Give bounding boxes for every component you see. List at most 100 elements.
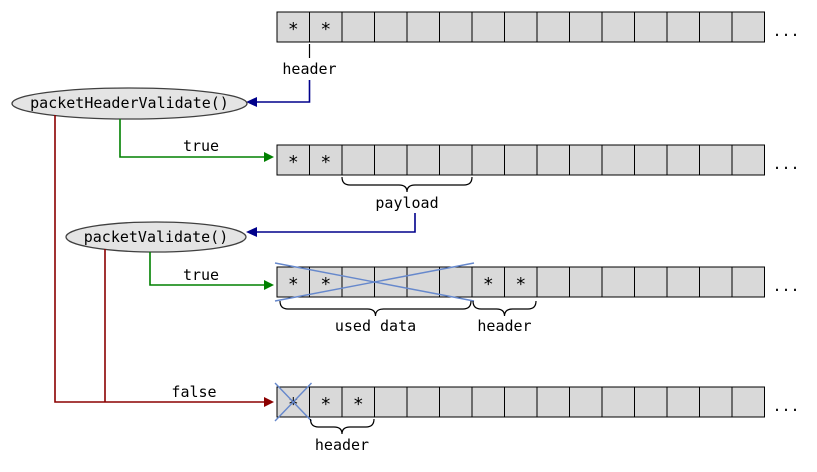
byte-cell [341, 11, 375, 43]
asterisk-byte: * [288, 274, 299, 295]
header-label-row4: header [315, 436, 369, 454]
arrow-false-to-row4 [54, 115, 274, 407]
packet-header-validate-node [11, 87, 248, 120]
arrow-line [254, 80, 311, 103]
byte-cell [666, 386, 700, 418]
byte-cell [406, 144, 440, 176]
byte-cell [634, 11, 668, 43]
byte-cell [276, 144, 310, 176]
byte-cell [731, 266, 765, 298]
byte-cell [731, 144, 765, 176]
byte-cell [699, 11, 733, 43]
byte-cell [504, 11, 538, 43]
byte-cell [601, 386, 635, 418]
byte-cell [666, 266, 700, 298]
byte-cell [634, 144, 668, 176]
byte-cell [504, 266, 538, 298]
discard-cross-icon [274, 262, 475, 302]
byte-cell [601, 144, 635, 176]
row-continuation-ellipsis: ... [773, 277, 800, 295]
asterisk-byte: * [288, 394, 299, 415]
byte-cell [341, 386, 375, 418]
asterisk-byte: * [320, 152, 331, 173]
asterisk-byte: * [320, 394, 331, 415]
arrowhead-icon [264, 280, 274, 290]
byte-cell [699, 386, 733, 418]
byte-cell [471, 144, 505, 176]
header-label-row3: header [477, 317, 531, 335]
arrow-to-packet-header-validate [246, 80, 311, 107]
byte-cell [439, 266, 473, 298]
byte-cell [406, 386, 440, 418]
byte-cell [504, 386, 538, 418]
true-label-1: true [183, 137, 219, 155]
byte-cell [439, 386, 473, 418]
byte-cell [439, 11, 473, 43]
byte-cell [699, 144, 733, 176]
arrowhead-icon [246, 227, 257, 237]
arrowhead-icon [264, 397, 274, 407]
byte-cell [634, 386, 668, 418]
byte-cell [276, 11, 310, 43]
header-brace-row3 [472, 300, 537, 317]
payload-brace [341, 176, 473, 193]
asterisk-byte: * [320, 274, 331, 295]
arrowhead-icon [246, 97, 257, 107]
byte-cell [374, 266, 408, 298]
arrow-line [119, 119, 265, 158]
byte-cell [601, 11, 635, 43]
arrow-line [149, 252, 265, 286]
byte-cell [666, 144, 700, 176]
byte-cell [666, 11, 700, 43]
byte-cell [471, 266, 505, 298]
asterisk-byte: * [515, 274, 526, 295]
header-brace-row4 [309, 418, 375, 435]
header-label-row1: header [282, 60, 336, 78]
row-continuation-ellipsis: ... [773, 155, 800, 173]
byte-cell [471, 386, 505, 418]
asterisk-byte: * [288, 19, 299, 40]
arrow-line [54, 115, 265, 403]
byte-rows: **...**...****...***... [274, 11, 800, 422]
byte-cell [374, 144, 408, 176]
asterisk-byte: * [320, 19, 331, 40]
byte-cell [634, 266, 668, 298]
byte-cell [406, 11, 440, 43]
byte-cell [504, 144, 538, 176]
byte-cell [341, 266, 375, 298]
byte-cell [569, 386, 603, 418]
byte-cell [536, 144, 570, 176]
arrow-to-packet-validate [246, 213, 416, 237]
byte-cell [731, 11, 765, 43]
byte-cell [439, 144, 473, 176]
byte-cell [536, 386, 570, 418]
byte-cell [569, 144, 603, 176]
used-data-brace [279, 300, 472, 317]
asterisk-byte: * [288, 152, 299, 173]
packet-validate-node [65, 221, 247, 253]
arrowhead-icon [264, 152, 274, 162]
byte-cell [569, 266, 603, 298]
asterisk-byte: * [353, 394, 364, 415]
byte-cell [309, 11, 343, 43]
byte-cell [374, 11, 408, 43]
used-data-label: used data [335, 317, 416, 335]
byte-cell [471, 11, 505, 43]
byte-cell [341, 144, 375, 176]
arrow-true-to-row2 [119, 119, 274, 162]
byte-cell [569, 11, 603, 43]
row-continuation-ellipsis: ... [773, 397, 800, 415]
discard-cross-icon [274, 382, 313, 422]
payload-label: payload [375, 194, 438, 212]
byte-cell [276, 386, 310, 418]
row-continuation-ellipsis: ... [773, 22, 800, 40]
byte-cell [699, 266, 733, 298]
byte-cell [731, 386, 765, 418]
true-label-2: true [183, 266, 219, 284]
byte-cell [374, 386, 408, 418]
false-label: false [171, 383, 216, 401]
byte-cell [601, 266, 635, 298]
byte-cell [406, 266, 440, 298]
